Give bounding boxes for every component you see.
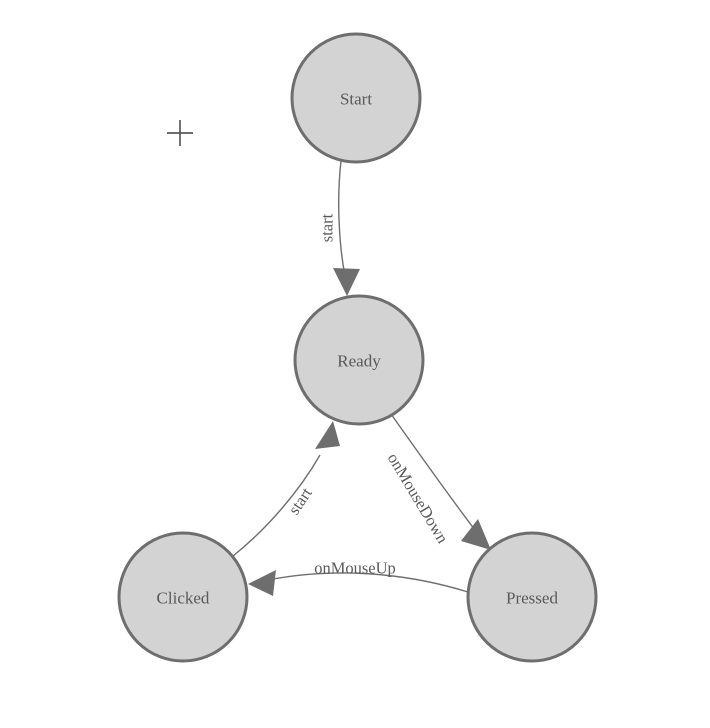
node-start-label: Start bbox=[340, 90, 372, 109]
crosshair-icon bbox=[167, 120, 193, 146]
node-pressed-label: Pressed bbox=[506, 589, 558, 608]
edge-clicked-to-ready[interactable]: start bbox=[232, 421, 340, 557]
edge-clicked-to-ready-arrowhead bbox=[315, 421, 340, 449]
edge-pressed-to-clicked-label: onMouseUp bbox=[314, 559, 396, 578]
node-clicked[interactable]: Clicked bbox=[117, 531, 249, 663]
edge-ready-to-pressed-label: onMouseDown bbox=[384, 449, 453, 546]
edge-start-to-ready-arrowhead bbox=[333, 268, 360, 296]
node-pressed[interactable]: Pressed bbox=[466, 531, 598, 663]
node-start[interactable]: Start bbox=[290, 32, 422, 164]
edge-ready-to-pressed[interactable]: onMouseDown bbox=[384, 413, 491, 550]
edge-start-to-ready-label: start bbox=[318, 213, 337, 242]
edge-ready-to-pressed-path bbox=[390, 413, 479, 535]
edge-pressed-to-clicked[interactable]: onMouseUp bbox=[248, 559, 469, 597]
edge-clicked-to-ready-path bbox=[232, 454, 321, 557]
node-ready-circle[interactable] bbox=[293, 294, 425, 426]
node-ready[interactable]: Ready bbox=[293, 294, 425, 426]
edge-ready-to-pressed-arrowhead bbox=[461, 519, 491, 550]
node-pressed-circle[interactable] bbox=[466, 531, 598, 663]
edge-pressed-to-clicked-path bbox=[267, 572, 469, 593]
node-clicked-label: Clicked bbox=[157, 589, 210, 608]
edge-start-to-ready[interactable]: start bbox=[318, 160, 361, 296]
node-ready-label: Ready bbox=[337, 352, 381, 371]
node-clicked-circle[interactable] bbox=[117, 531, 249, 663]
edge-pressed-to-clicked-arrowhead bbox=[248, 570, 276, 596]
edge-start-to-ready-path bbox=[338, 160, 346, 277]
edge-clicked-to-ready-label: start bbox=[284, 484, 316, 519]
node-start-circle[interactable] bbox=[290, 32, 422, 164]
